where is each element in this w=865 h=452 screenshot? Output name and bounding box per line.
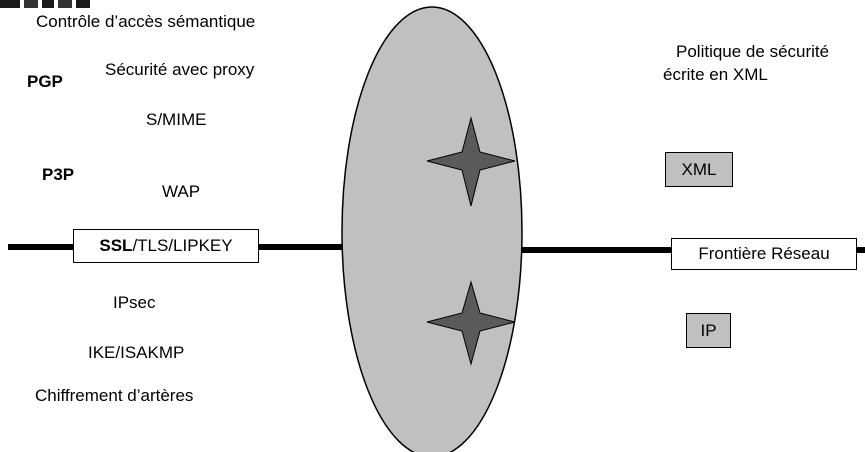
ip-label: IP (700, 320, 717, 340)
label-wap: WAP (162, 182, 201, 201)
label-semantic-access-control: Contrôle d’accès sémantique (36, 12, 256, 31)
network-border-label: Frontière Réseau (698, 244, 830, 263)
logo-fragment-icon (0, 0, 90, 8)
security-ellipse (341, 6, 523, 452)
lower-star-icon (426, 280, 516, 366)
label-policy-line1: Politique de sécurité (676, 42, 830, 61)
ssl-label: SSL (99, 236, 133, 255)
label-ike-isakmp: IKE/ISAKMP (88, 343, 185, 362)
upper-star-icon (426, 116, 516, 207)
ssl-tls-lipkey-box: SSL/TLS/LIPKEY (73, 229, 259, 263)
xml-box: XML (665, 152, 733, 187)
label-proxy-security: Sécurité avec proxy (105, 60, 255, 79)
label-policy-line2: écrite en XML (663, 65, 768, 84)
label-pgp: PGP (27, 72, 63, 91)
label-pipe-encryption: Chiffrement d’artères (35, 386, 194, 405)
label-smime: S/MIME (146, 110, 207, 129)
label-ipsec: IPsec (113, 293, 156, 312)
ip-box: IP (686, 313, 731, 348)
xml-label: XML (681, 159, 717, 179)
tls-lipkey-label: /TLS/LIPKEY (132, 236, 233, 255)
network-border-box: Frontière Réseau (671, 238, 857, 270)
label-p3p: P3P (42, 165, 75, 184)
